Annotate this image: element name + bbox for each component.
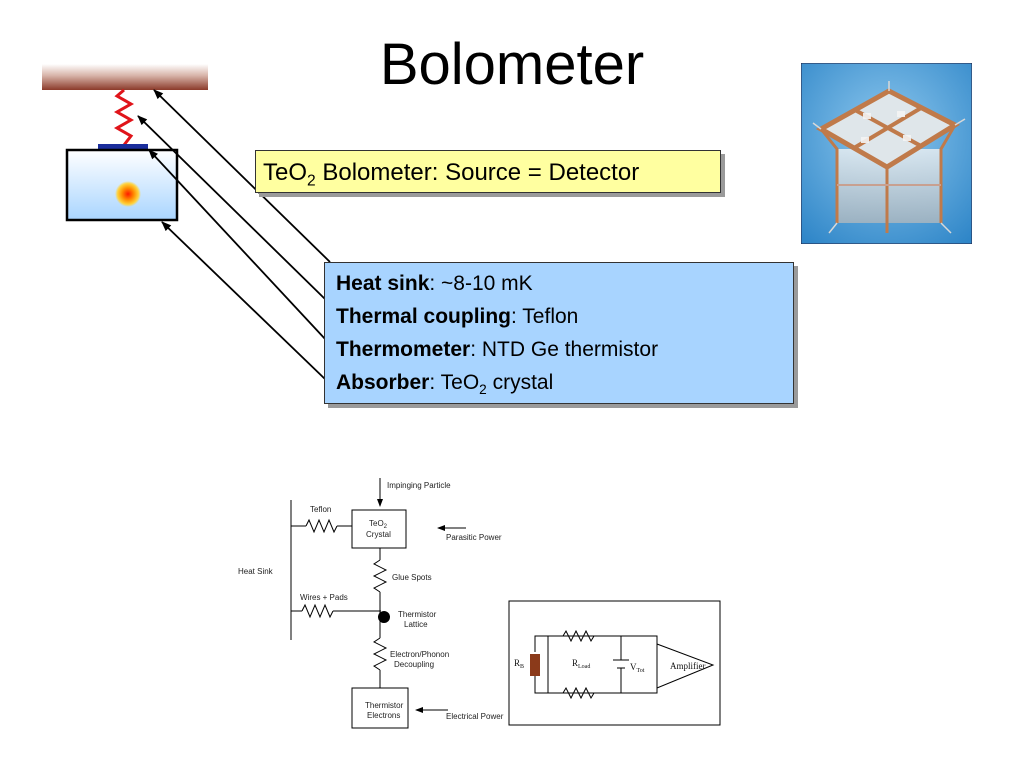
wires-label: Wires + Pads bbox=[300, 593, 348, 602]
arrow-heat-sink bbox=[153, 89, 331, 263]
thermal-coupling-spring bbox=[113, 88, 135, 146]
decoupling-label: Electron/Phonon bbox=[390, 650, 449, 659]
amplifier-label: Amplifier bbox=[670, 661, 706, 671]
arrow-thermometer bbox=[148, 149, 327, 341]
absorber-label: Absorber bbox=[336, 371, 430, 394]
rb-resistor bbox=[530, 654, 540, 676]
absorber-value: : TeO bbox=[429, 371, 480, 394]
thermal-coupling-label: Thermal coupling bbox=[336, 305, 512, 328]
thermistor-lattice-label-2: Lattice bbox=[404, 620, 428, 629]
detector-array-photo bbox=[801, 63, 972, 244]
thermal-coupling-row: Thermal coupling: Teflon bbox=[336, 300, 793, 333]
rb-label: RB bbox=[514, 658, 524, 670]
glue-label: Glue Spots bbox=[392, 573, 432, 582]
decoupling-label-2: Decoupling bbox=[394, 660, 434, 669]
thermal-coupling-value: : Teflon bbox=[511, 305, 579, 328]
callout-teo-prefix: TeO bbox=[263, 159, 308, 186]
heat-sink-value: : ~8-10 mK bbox=[429, 272, 533, 295]
crystal-label-2: Crystal bbox=[366, 530, 391, 539]
electrical-label: Electrical Power bbox=[446, 712, 504, 721]
source-detector-callout: TeO2 Bolometer: Source = Detector bbox=[255, 150, 721, 193]
heat-sink-bar bbox=[42, 64, 208, 90]
hot-spot bbox=[115, 181, 141, 207]
parasitic-label: Parasitic Power bbox=[446, 533, 502, 542]
heat-sink-diagram-label: Heat Sink bbox=[238, 567, 274, 576]
callout-teo-sub: 2 bbox=[307, 172, 316, 190]
thermometer-chip bbox=[98, 144, 148, 150]
page-title: Bolometer bbox=[379, 32, 645, 97]
thermometer-value: : NTD Ge thermistor bbox=[470, 338, 659, 361]
arrow-absorber bbox=[161, 221, 327, 381]
vtot-label: VTot bbox=[630, 662, 645, 674]
absorber-row: Absorber: TeO2 crystal bbox=[336, 366, 793, 399]
absorber-sub: 2 bbox=[479, 381, 487, 397]
rload-label: RLoad bbox=[572, 658, 590, 670]
arrow-thermal-coupling bbox=[137, 115, 327, 301]
thermistor-lattice-label: Thermistor bbox=[398, 610, 437, 619]
thermistor-lattice-node bbox=[378, 611, 390, 623]
electrons-label-2: Electrons bbox=[367, 711, 400, 720]
absorber-suffix: crystal bbox=[486, 371, 554, 394]
electrons-label: Thermistor bbox=[365, 701, 404, 710]
heat-sink-row: Heat sink: ~8-10 mK bbox=[336, 267, 793, 300]
bolometer-components-callout: Heat sink: ~8-10 mK Thermal coupling: Te… bbox=[324, 262, 794, 404]
heat-sink-label: Heat sink bbox=[336, 272, 430, 295]
thermometer-row: Thermometer: NTD Ge thermistor bbox=[336, 333, 793, 366]
thermometer-label: Thermometer bbox=[336, 338, 471, 361]
teflon-label: Teflon bbox=[310, 505, 331, 514]
impinging-label: Impinging Particle bbox=[387, 481, 451, 490]
crystal-label: TeO2 bbox=[369, 519, 388, 530]
callout-suffix: Bolometer: Source = Detector bbox=[315, 159, 640, 186]
